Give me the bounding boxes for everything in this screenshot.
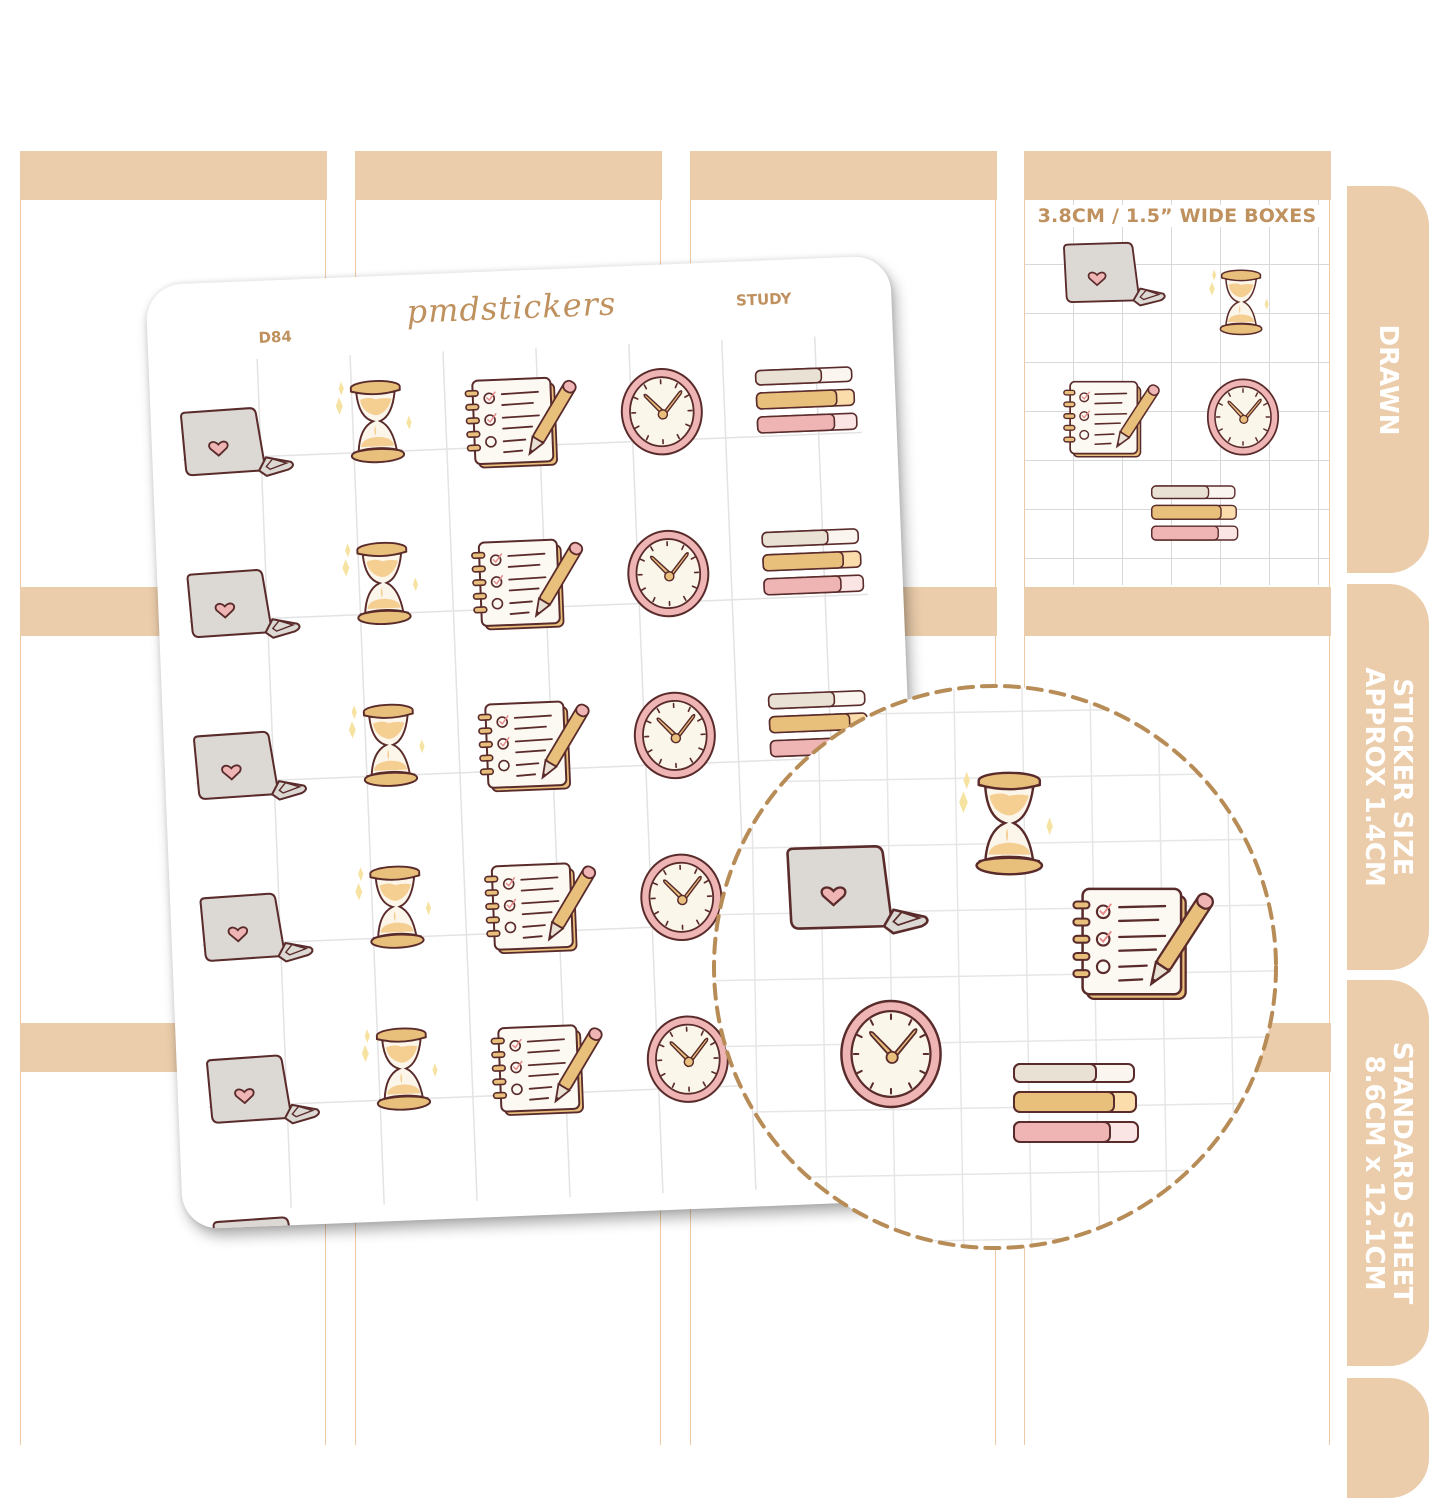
checklist-notebook-icon xyxy=(479,857,601,962)
sheet-code: D84 xyxy=(258,327,293,347)
hourglass-icon xyxy=(1201,259,1277,345)
hourglass-icon xyxy=(331,531,431,635)
tab-label: STICKER SIZE APPROX 1.4CM xyxy=(1359,667,1417,887)
side-tab-drawn: DRAWN xyxy=(1347,186,1429,573)
laptop-icon xyxy=(182,566,305,645)
laptop-icon xyxy=(201,1052,324,1131)
day-divider xyxy=(1023,587,1331,636)
sheet-theme: STUDY xyxy=(735,289,792,310)
clock-icon xyxy=(620,522,716,626)
book-stack-icon xyxy=(759,524,866,600)
hourglass-icon xyxy=(337,693,437,797)
brand-logo: pmdstickers xyxy=(405,284,618,331)
checklist-notebook-icon xyxy=(472,695,594,800)
tab-label-line-2: APPROX 1.4CM xyxy=(1359,667,1389,887)
hourglass-icon xyxy=(344,855,444,959)
side-tab-sticker-size: STICKER SIZE APPROX 1.4CM xyxy=(1347,584,1429,970)
magnifier-dashed-ring xyxy=(712,684,1278,1250)
laptop-icon xyxy=(175,404,298,483)
tab-label-line-2: 8.6CM x 12.1CM xyxy=(1359,1055,1389,1291)
tab-label-line-1: STANDARD SHEET xyxy=(1387,1041,1417,1305)
column-header xyxy=(689,151,997,200)
column-header xyxy=(1023,151,1331,200)
book-stack-icon xyxy=(752,362,859,438)
column-header xyxy=(19,151,327,200)
hourglass-icon xyxy=(350,1017,450,1121)
hourglass-icon xyxy=(324,369,424,473)
clock-icon xyxy=(1203,373,1283,461)
box-size-label: 3.8CM / 1.5” WIDE BOXES xyxy=(1025,205,1329,227)
column-header xyxy=(354,151,662,200)
clock-icon xyxy=(614,360,710,464)
checklist-notebook-icon xyxy=(466,533,588,638)
side-tab-empty xyxy=(1347,1378,1429,1498)
tab-label: DRAWN xyxy=(1373,324,1403,435)
laptop-icon xyxy=(1059,241,1169,309)
checklist-notebook-icon xyxy=(1059,377,1161,463)
laptop-icon xyxy=(188,728,311,807)
tab-label-line-1: STICKER SIZE xyxy=(1387,678,1417,876)
magnified-preview xyxy=(714,686,1276,1248)
checklist-notebook-icon xyxy=(459,371,581,476)
checklist-notebook-icon xyxy=(485,1019,607,1124)
side-tab-sheet-size: STANDARD SHEET 8.6CM x 12.1CM xyxy=(1347,980,1429,1366)
book-stack-icon xyxy=(1149,481,1239,545)
laptop-icon xyxy=(195,890,318,969)
clock-icon xyxy=(627,684,723,788)
tab-label: STANDARD SHEET 8.6CM x 12.1CM xyxy=(1359,1041,1417,1305)
